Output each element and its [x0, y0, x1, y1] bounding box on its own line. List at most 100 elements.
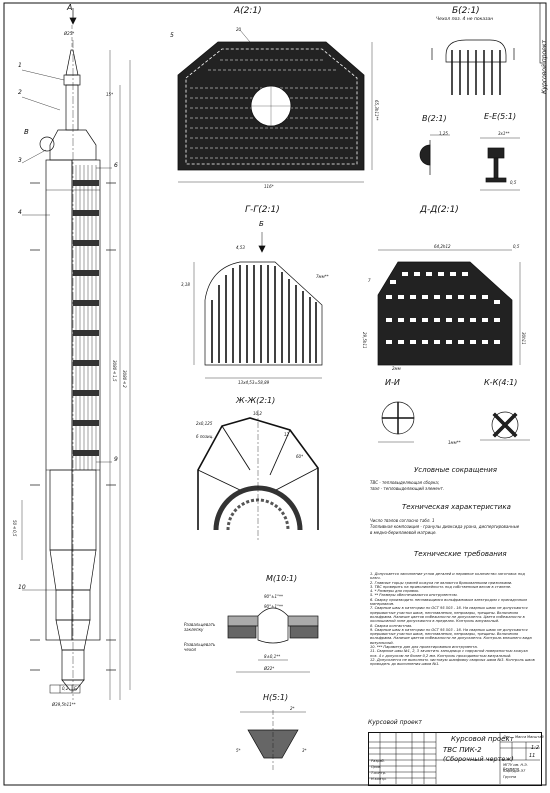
callout-2: 2 [18, 89, 22, 96]
dim-d7: 7 [368, 278, 371, 283]
view-v [419, 134, 450, 175]
tech-title: Техническая характеристика [402, 503, 511, 511]
view-m [227, 607, 319, 673]
dim-n3: 3* [302, 748, 307, 753]
dim-d65: 65,3h11** [374, 100, 379, 121]
main-assembly-view [21, 8, 131, 700]
view-i-title: И-И [385, 378, 400, 387]
dim-d2x0: 2x0,125 [196, 421, 213, 426]
tb-scale-val: 1:2 [531, 745, 540, 751]
tb-mass: Масса [515, 735, 527, 739]
dim-d0-5: 0,5 [510, 180, 517, 185]
tb-org-3: Группа [503, 775, 516, 779]
dim-d6: 6 позиц. [196, 434, 214, 439]
tb-role-3: Т.контр. [371, 771, 387, 775]
req-title: Технические требования [414, 550, 507, 558]
abbrev-line1: ТВС - тепловыделяющая сборка; [370, 480, 440, 485]
view-i-i [378, 401, 415, 443]
callout-3: 3 [18, 157, 22, 164]
req-item: 8. Сварка контактная. [370, 623, 413, 628]
abbrev-line2: твэл - тепловыделяющий элемент. [370, 486, 445, 491]
view-k-title: К-К(4:1) [484, 378, 518, 387]
tech-line3: в медно-бериллиевой матрице. [370, 530, 437, 535]
view-d-d [377, 249, 521, 366]
stamp-small-table [49, 684, 81, 694]
callout-5: 5 [170, 32, 174, 39]
dim-d1mm: 1мм** [448, 440, 461, 445]
callout-4: 4 [18, 209, 22, 216]
dim-d116: 116* [264, 184, 274, 189]
dim-d3x1: 3х1** [498, 131, 510, 136]
dim-m22: Ø22* [264, 666, 275, 671]
corner-mark-2: Б [74, 686, 77, 691]
dim-d60: 60* [296, 454, 304, 459]
view-a-title: А(2:1) [234, 6, 262, 16]
callout-1: 1 [18, 62, 22, 69]
view-g-title: Г-Г(2:1) [245, 205, 280, 215]
tb-role-4: Н.контр. [371, 777, 387, 781]
tb-org-2: Кафедра Э7 [503, 769, 526, 773]
dim-m90: 90°±1°** [264, 594, 283, 599]
dim-d4-53: 4,53 [236, 245, 245, 250]
tb-stamp-top: Курсовой проект [368, 719, 422, 726]
req-item: 5. ** Размеры обеспечиваются инструменто… [370, 593, 458, 598]
dim-d50: 50±0,5 [12, 520, 17, 537]
dim-d2mm: 2мм [392, 366, 401, 371]
tb-lit: Лит. [503, 735, 512, 739]
view-g-g [193, 232, 323, 379]
req-item: 3. ТВС проверить на прямолинейность под … [370, 584, 512, 589]
view-v-title: В(2:1) [422, 114, 447, 123]
tb-name-2: (Сборочный чертеж) [443, 755, 514, 763]
view-b-note: Чехол поз. 4 не показан [436, 17, 494, 22]
view-zh-title: Ж-Ж(2:1) [236, 396, 276, 405]
requirements-list: 1. Допускается заполнение углов деталей … [370, 572, 536, 667]
dim-n5: 5* [236, 748, 241, 753]
tb-scale: Масштаб [527, 735, 544, 739]
dim-len-main: 3080±1,5 [112, 360, 117, 382]
req-item: 6. Сварку производить неплавящимся вольф… [370, 597, 527, 607]
dim-m8: 8±0,1** [264, 654, 281, 659]
tb-role-1: Разраб. [371, 759, 385, 763]
dim-n2: 2* [290, 706, 295, 711]
abbrev-title: Условные сокращения [414, 466, 497, 474]
tb-sheet-no: 11 [529, 753, 536, 759]
dim-d25: Ø25* [64, 31, 75, 36]
dim-d20: 20 [236, 27, 242, 32]
view-a-arrow-label: А [67, 3, 73, 12]
dim-d29: 29,5h11 [362, 332, 367, 349]
req-item: 12. Допускается не выполнять чистовую шл… [370, 657, 535, 667]
view-n [240, 710, 306, 770]
tb-name-1: ТВС ПИК-2 [443, 746, 482, 754]
dim-d7mm: 7мм** [316, 274, 329, 279]
req-item: 7. Сварные швы в категории по ОСТ 95 503… [370, 606, 528, 624]
callout-6: 6 [114, 162, 118, 169]
dim-len-2: 3080±2 [122, 370, 127, 388]
side-stamp: Курсовой проект [541, 40, 548, 94]
req-item: 2. Главные торцы граней кожуха не являют… [370, 580, 513, 585]
view-m-title: М(10:1) [266, 574, 298, 583]
tb-role-2: Пров. [371, 765, 382, 769]
view-b [431, 39, 515, 95]
dim-d1-25: 1,25 [439, 131, 448, 136]
dim-m90b: 90°±1°** [264, 604, 283, 609]
req-item: 10. *** Параметр дан для проектирования … [370, 645, 478, 650]
dim-d10: 10,2 [253, 411, 262, 416]
req-item: 1. Допускается заполнение углов деталей … [370, 572, 525, 581]
dim-d0-5b: 0,5 [513, 244, 520, 249]
sheet-frame [3, 2, 547, 786]
view-zh-zh [197, 410, 319, 540]
view-e [480, 137, 520, 191]
view-a-grid [177, 29, 373, 183]
dim-len-3: 15* [106, 92, 114, 97]
tb-project: Курсовой проект [451, 735, 514, 743]
dim-bottom-dia: Ø39,5h11** [52, 702, 76, 707]
view-k-k [480, 411, 530, 441]
callout-10: 10 [18, 584, 26, 591]
callout-9: 9 [114, 456, 118, 463]
req-item: 11. Сварные швы №1, 2, 3 зачистить запод… [370, 649, 528, 658]
m-label-2: Развальцевать чехол [184, 642, 216, 652]
tb-org-1: МГТУ им. Н.Э. Баумана [503, 763, 528, 771]
dim-d13x: 13х4,53=58,89 [238, 380, 270, 385]
